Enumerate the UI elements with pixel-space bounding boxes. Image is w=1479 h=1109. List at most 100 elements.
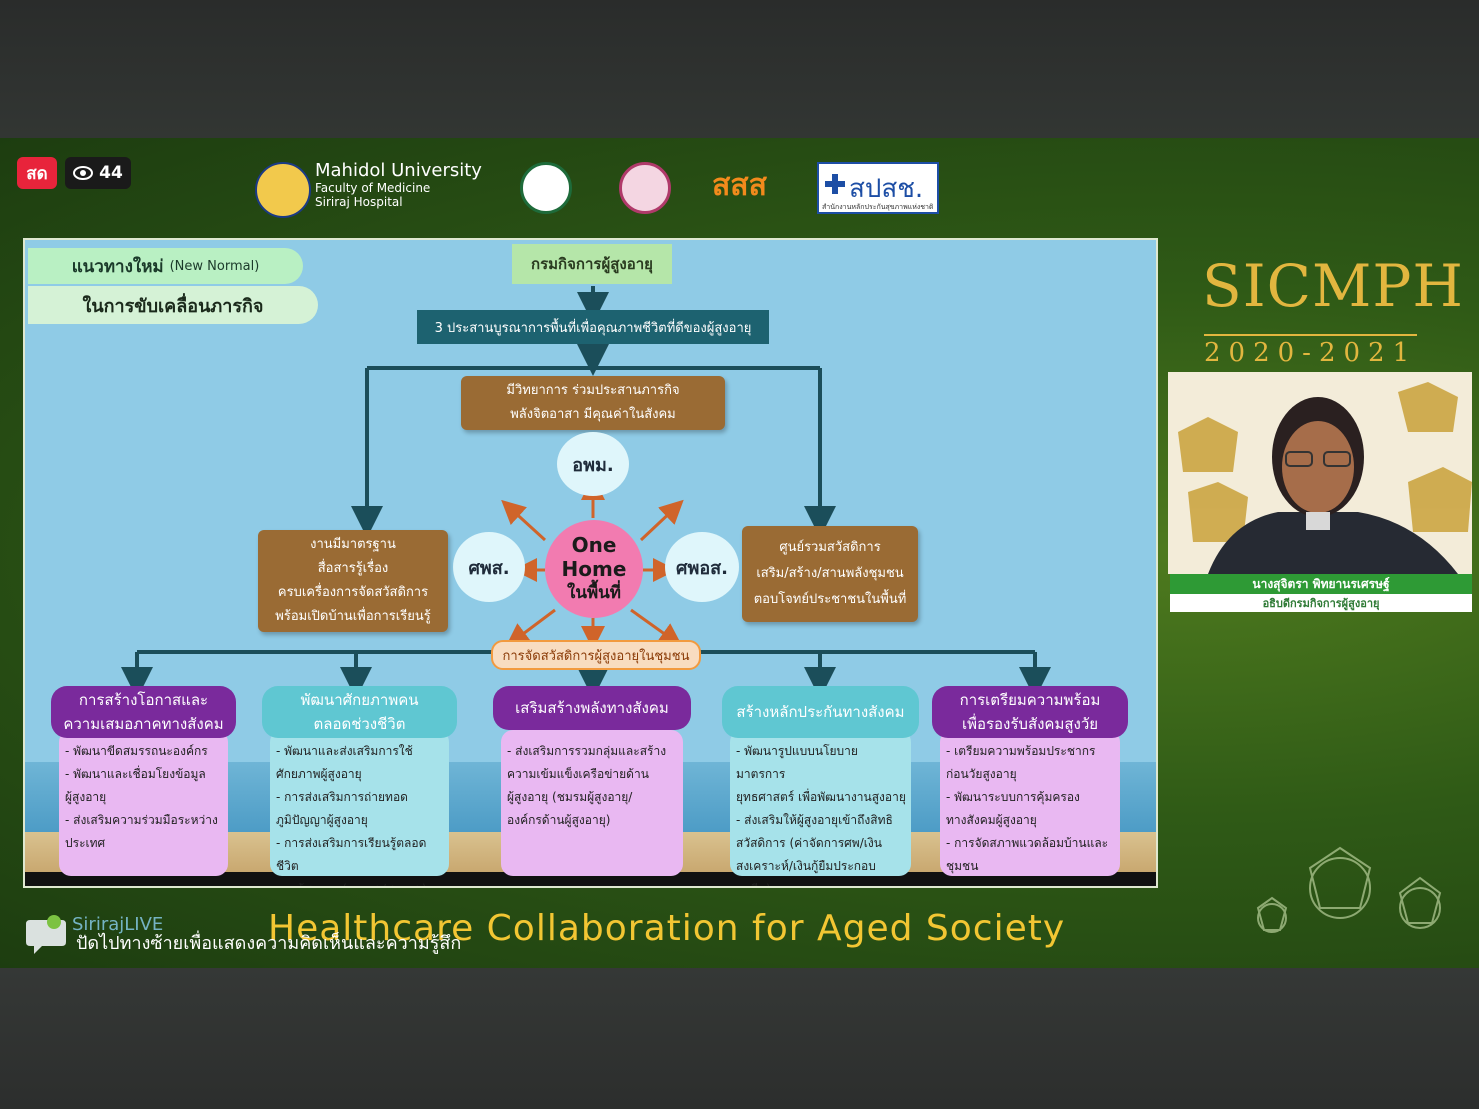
card-line: สวัสดิการ (ค่าจัดการศพ/เงิน [736,836,882,850]
card-heading-line-2: ตลอดช่วงชีวิต [313,715,406,733]
left-box-line: งานมีมาตรฐาน [310,537,396,552]
speaker-name: นางสุจิตรา พิทยานรเศรษฐ์ [1170,574,1472,594]
card-heading: พัฒนาศักยภาพคน ตลอดช่วงชีวิต [262,686,457,738]
thaihealth-logo: สสส [712,169,767,202]
right-box-line: เสริม/สร้าง/สานพลังชุมชน [756,566,904,581]
left-box-line: พร้อมเปิดบ้านเพื่อการเรียนรู้ [275,609,431,624]
top-letterbox [0,0,1479,138]
chat-bubble-icon[interactable] [24,912,68,956]
right-box-line: ศูนย์รวมสวัสดิการ [779,540,881,555]
left-box-line: ครบเครื่องการจัดสวัสดิการ [277,585,429,600]
node-left: ศพส. [453,532,525,602]
community-welfare-bar: การจัดสวัสดิการผู้สูงอายุในชุมชน [491,640,701,670]
node-top: อพม. [557,432,629,496]
strategy-box: 3 ประสานบูรณาการพื้นที่เพื่อคุณภาพชีวิตท… [417,310,769,344]
nhso-logo: สปสช. สำนักงานหลักประกันสุขภาพแห่งชาติ [817,162,939,214]
ministry-health-logo [520,162,572,214]
card-line: ความเข้มแข็งเครือข่ายด้าน [507,767,649,781]
one-home-line-2: Home [561,557,627,581]
siriraj-live-watermark: SirirajLIVE [72,914,164,935]
card-line: - พัฒนาและส่งเสริมการใช้ [276,744,413,758]
speaker-portrait [1178,382,1472,574]
card-line: องค์กรด้านผู้สูงอายุ) [507,813,611,827]
card-line: สงเคราะห์/เงินกู้ยืมประกอบอาชีพ) [736,859,876,886]
department-box: กรมกิจการผู้สูงอายุ [512,244,672,284]
one-home-line-1: One [571,533,617,557]
card-line: ภูมิปัญญาผู้สูงอายุ [276,813,368,827]
card-line: - การส่งเสริมการถ่ายทอด [276,790,408,804]
values-box: มีวิทยาการ ร่วมประสานภารกิจ พลังจิตอาสา … [461,376,725,430]
nhso-subtitle: สำนักงานหลักประกันสุขภาพแห่งชาติ [822,203,934,211]
card-line: - การส่งเสริมการเรียนรู้ตลอดชีวิต [276,836,427,873]
right-welfare-center-box: ศูนย์รวมสวัสดิการ เสริม/สร้าง/สานพลังชุม… [742,526,918,622]
card-line: ประเทศ [65,836,106,850]
card-line: ก่อนวัยสูงอายุ [946,767,1017,781]
card-body: - พัฒนาและส่งเสริมการใช้ ศักยภาพผู้สูงอา… [270,730,449,886]
card-heading: เสริมสร้างพลังทางสังคม [493,686,691,730]
new-normal-th: แนวทางใหม่ [71,256,164,277]
card-heading-line-1: เสริมสร้างพลังทางสังคม [515,699,669,717]
conference-years: 2020-2021 [1204,334,1418,368]
card-heading: การสร้างโอกาสและ ความเสมอภาคทางสังคม [51,686,236,738]
card-line: ชุมชน [946,859,979,873]
card-heading: สร้างหลักประกันทางสังคม [722,686,919,738]
card-heading-line-1: สร้างหลักประกันทางสังคม [736,703,905,721]
card-heading-line-2: ความเสมอภาคทางสังคม [63,715,224,733]
strategy-card: - เตรียมความพร้อมประชากร ก่อนวัยสูงอายุ … [932,686,1128,876]
card-line: - พัฒนาและเชื่อมโยงข้อมูล [65,767,206,781]
swipe-hint: ปัดไปทางซ้ายเพื่อแสดงความคิดเห็นและความร… [76,933,462,954]
live-badge: สด [17,157,57,189]
card-line: - พัฒนารูปแบบนโยบาย มาตรการ [736,744,858,781]
strategy-card: - พัฒนารูปแบบนโยบาย มาตรการ ยุทธศาสตร์ เ… [722,686,919,886]
viewer-number: 44 [99,163,123,183]
card-heading: การเตรียมความพร้อม เพื่อรองรับสังคมสูงวั… [932,686,1128,738]
values-line-2: พลังจิตอาสา มีคุณค่าในสังคม [510,407,676,422]
one-home-center: One Home ในพื้นที่ [545,520,643,618]
presentation-slide: แนวทางใหม่ (New Normal) ในการขับเคลื่อนภ… [23,238,1158,888]
session-caption: Healthcare Collaboration for Aged Societ… [268,908,1066,949]
new-normal-pill: แนวทางใหม่ (New Normal) [28,248,303,284]
mahidol-text: Mahidol University Faculty of Medicine S… [315,160,482,209]
card-line: ศักยภาพผู้สูงอายุ [276,767,362,781]
eye-icon [73,166,94,180]
card-line: - ส่งเสริมการรวมกลุ่มและสร้าง [507,744,667,758]
card-line: ของผู้สูงอายุ (รร.ผส./ศร.ผส.) [276,878,445,886]
card-line: - พัฒนาขีดสมรรถนะองค์กร [65,744,208,758]
card-line: - ส่งเสริมให้ผู้สูงอายุเข้าถึงสิทธิ [736,813,893,827]
values-line-1: มีวิทยาการ ร่วมประสานภารกิจ [506,383,680,398]
card-body: - ส่งเสริมการรวมกลุ่มและสร้าง ความเข้มแข… [501,730,683,876]
node-right: ศพอส. [665,532,739,602]
new-normal-en: (New Normal) [169,258,260,274]
card-line: ผู้สูงอายุ (ชมรมผู้สูงอายุ/ [507,790,633,804]
bottom-letterbox [0,968,1479,1109]
mahidol-hospital: Siriraj Hospital [315,195,403,209]
card-line: - ส่งเสริมความร่วมมือระหว่าง [65,813,218,827]
strategy-card: - ส่งเสริมการรวมกลุ่มและสร้าง ความเข้มแข… [493,686,691,876]
viewer-count: 44 [65,157,131,189]
card-body: - เตรียมความพร้อมประชากร ก่อนวัยสูงอายุ … [940,730,1120,876]
card-body: - พัฒนาขีดสมรรถนะองค์กร - พัฒนาและเชื่อม… [59,730,228,876]
strategy-card: - พัฒนาและส่งเสริมการใช้ ศักยภาพผู้สูงอา… [262,686,457,886]
left-box-line: สื่อสารรู้เรื่อง [317,561,389,576]
dept-older-persons-logo [619,162,671,214]
card-heading-line-2: เพื่อรองรับสังคมสูงวัย [961,715,1099,733]
mahidol-faculty: Faculty of Medicine [315,181,431,195]
mission-drive-pill: ในการขับเคลื่อนภารกิจ [28,286,318,324]
speaker-role: อธิบดีกรมกิจการผู้สูงอายุ [1170,594,1472,612]
strategy-card: - พัฒนาขีดสมรรถนะองค์กร - พัฒนาและเชื่อม… [51,686,236,876]
card-heading-line-1: การเตรียมความพร้อม [959,691,1101,709]
left-standards-box: งานมีมาตรฐาน สื่อสารรู้เรื่อง ครบเครื่อง… [258,530,448,632]
right-box-line: ตอบโจทย์ประชาชนในพื้นที่ [753,592,907,607]
medical-cross-icon [825,174,845,194]
speaker-video[interactable] [1168,372,1472,574]
nhso-logo-text: สปสช. [849,174,924,204]
card-line: - เตรียมความพร้อมประชากร [946,744,1096,758]
card-heading-line-1: พัฒนาศักยภาพคน [300,691,419,709]
mahidol-logo [255,162,311,218]
card-line: ยุทธศาสตร์ เพื่อพัฒนางานสูงอายุ [736,790,906,804]
card-line: - การจัดสภาพแวดล้อมบ้านและ [946,836,1109,850]
decorative-flower-icon [1256,846,1442,933]
card-line: ทางสังคมผู้สูงอายุ [946,813,1037,827]
card-line: ผู้สูงอายุ [65,790,107,804]
card-body: - พัฒนารูปแบบนโยบาย มาตรการ ยุทธศาสตร์ เ… [730,730,911,886]
